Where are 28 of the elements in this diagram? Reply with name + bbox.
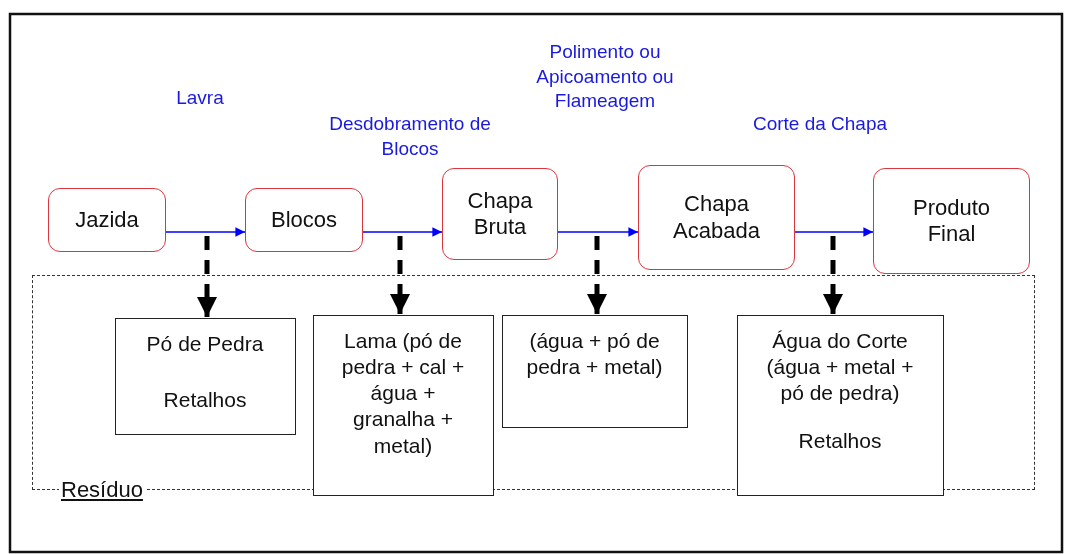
process-box <box>638 165 795 270</box>
process-box <box>873 168 1030 274</box>
step-label: Jazida <box>75 206 139 234</box>
step-label: Chapa Acabada <box>672 191 761 244</box>
waste-label: Água do Corte (água + metal + pó de pedra) <box>765 327 915 406</box>
arrow <box>362 227 443 237</box>
waste-label: Pó de Pedra <box>146 330 264 357</box>
dashed-arrow <box>823 236 843 314</box>
waste-label: (água + pó de pedra + metal) <box>525 327 664 380</box>
step-label: Chapa Bruta <box>466 187 534 241</box>
waste-label: Retalhos <box>798 428 882 455</box>
process-box <box>48 188 166 252</box>
waste-box <box>114 317 296 435</box>
dashed-arrow <box>587 236 607 314</box>
dashed-arrow <box>197 236 217 317</box>
process-box <box>245 188 363 252</box>
waste-label: Retalhos <box>163 386 247 413</box>
arrow <box>165 227 246 237</box>
step-label: Produto Final <box>911 194 992 248</box>
dashed-arrow <box>390 236 410 314</box>
step-label: Blocos <box>270 206 337 234</box>
arrow <box>794 227 874 237</box>
waste-box <box>501 314 688 428</box>
waste-label: Lama (pó de pedra + cal + água + granalha + metal) <box>340 327 466 459</box>
arrow <box>557 227 639 237</box>
waste-box <box>312 314 494 496</box>
waste-box <box>736 314 944 496</box>
process-box <box>442 168 558 260</box>
